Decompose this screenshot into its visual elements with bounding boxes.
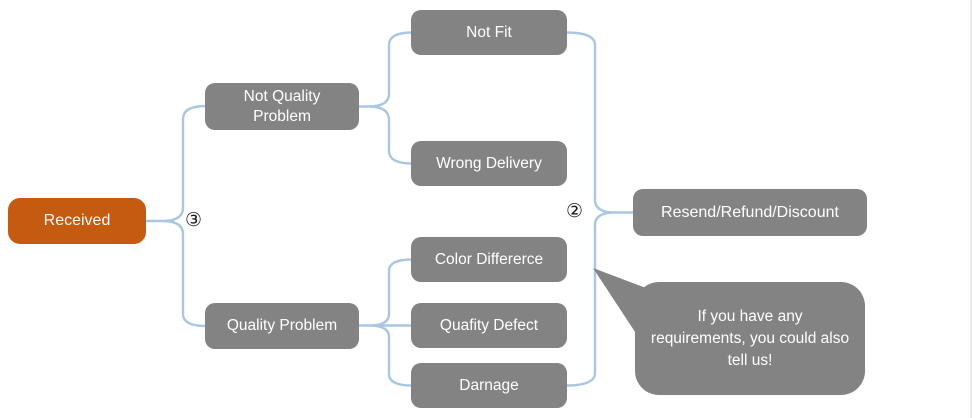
node-resolution: Resend/Refund/Discount bbox=[633, 189, 867, 236]
node-color-difference: Color Differerce bbox=[411, 237, 567, 282]
node-quality-defect: Quafity Defect bbox=[411, 303, 567, 348]
callout-text: If you have any requirements, you could … bbox=[650, 307, 850, 369]
connector-brace-level1 bbox=[163, 104, 208, 328]
node-not-fit: Not Fit bbox=[411, 10, 567, 55]
node-received: Received bbox=[8, 198, 146, 244]
connector-brace-quality bbox=[370, 258, 414, 387]
marker-circled-3: ③ bbox=[185, 210, 203, 231]
marker-circled-2: ② bbox=[566, 201, 584, 222]
node-wrong-delivery: Wrong Delivery bbox=[411, 141, 567, 186]
connector-brace-notquality bbox=[369, 31, 414, 165]
node-quality-problem: Quality Problem bbox=[205, 303, 359, 349]
callout-bubble: If you have any requirements, you could … bbox=[635, 282, 865, 395]
node-not-quality-problem: Not Quality Problem bbox=[205, 83, 359, 130]
node-damage: Darnage bbox=[411, 363, 567, 408]
